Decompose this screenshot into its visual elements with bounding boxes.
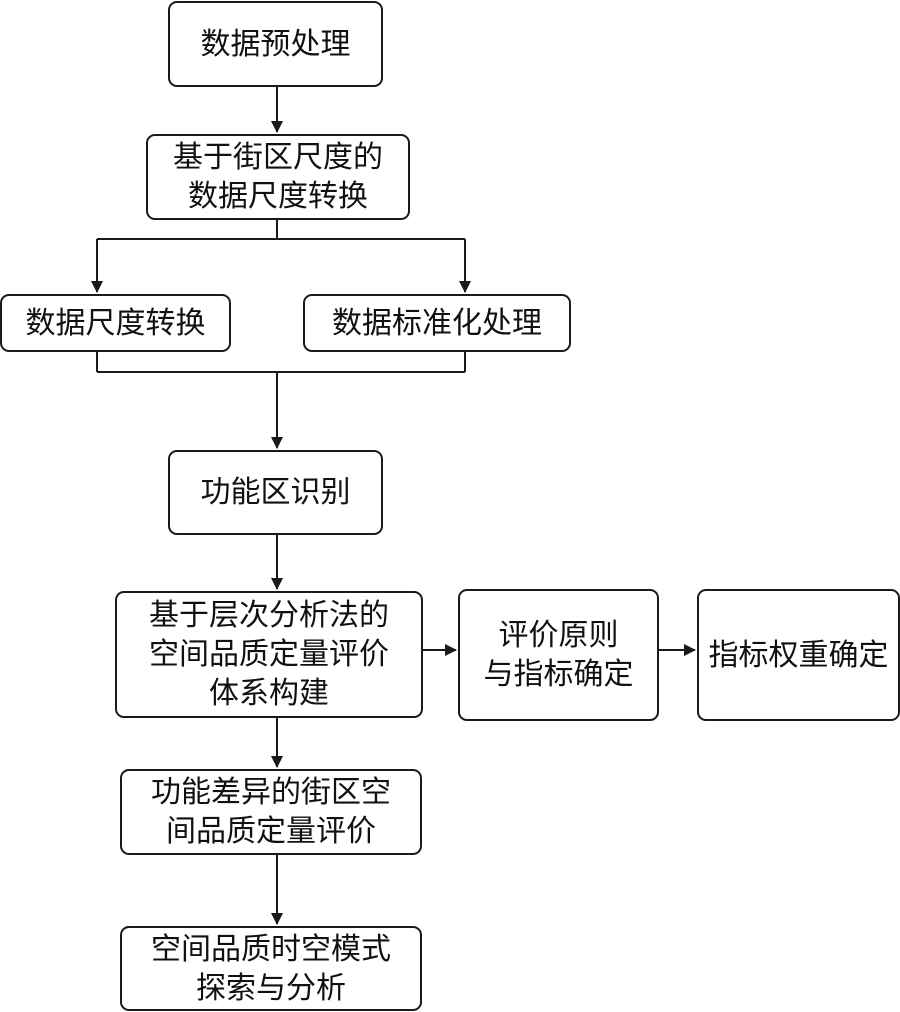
node-data-scale-conversion: 数据尺度转换 [0, 294, 231, 352]
node-block-scale-conversion-label: 基于街区尺度的 数据尺度转换 [173, 140, 383, 214]
node-ahp-evaluation-system-label: 基于层次分析法的 空间品质定量评价 体系构建 [149, 598, 389, 711]
node-data-scale-conversion-label: 数据尺度转换 [25, 305, 206, 341]
node-functional-difference-evaluation-label: 功能差异的街区空 间品质定量评价 [151, 775, 391, 849]
node-data-standardization: 数据标准化处理 [303, 294, 571, 352]
node-spatiotemporal-analysis-label: 空间品质时空模式 探索与分析 [151, 931, 391, 1006]
node-evaluation-principles: 评价原则 与指标确定 [458, 589, 659, 721]
node-evaluation-principles-label: 评价原则 与指标确定 [483, 618, 634, 692]
node-data-preprocessing-label: 数据预处理 [200, 26, 351, 62]
node-block-scale-conversion: 基于街区尺度的 数据尺度转换 [146, 134, 410, 220]
node-functional-difference-evaluation: 功能差异的街区空 间品质定量评价 [120, 769, 422, 855]
node-functional-zone-identification-label: 功能区识别 [200, 475, 351, 510]
node-data-standardization-label: 数据标准化处理 [332, 305, 542, 341]
node-functional-zone-identification: 功能区识别 [168, 450, 383, 535]
node-data-preprocessing: 数据预处理 [168, 1, 383, 87]
node-ahp-evaluation-system: 基于层次分析法的 空间品质定量评价 体系构建 [115, 591, 423, 718]
node-spatiotemporal-analysis: 空间品质时空模式 探索与分析 [120, 926, 422, 1011]
node-indicator-weights-label: 指标权重确定 [708, 637, 889, 673]
node-indicator-weights: 指标权重确定 [697, 589, 900, 721]
